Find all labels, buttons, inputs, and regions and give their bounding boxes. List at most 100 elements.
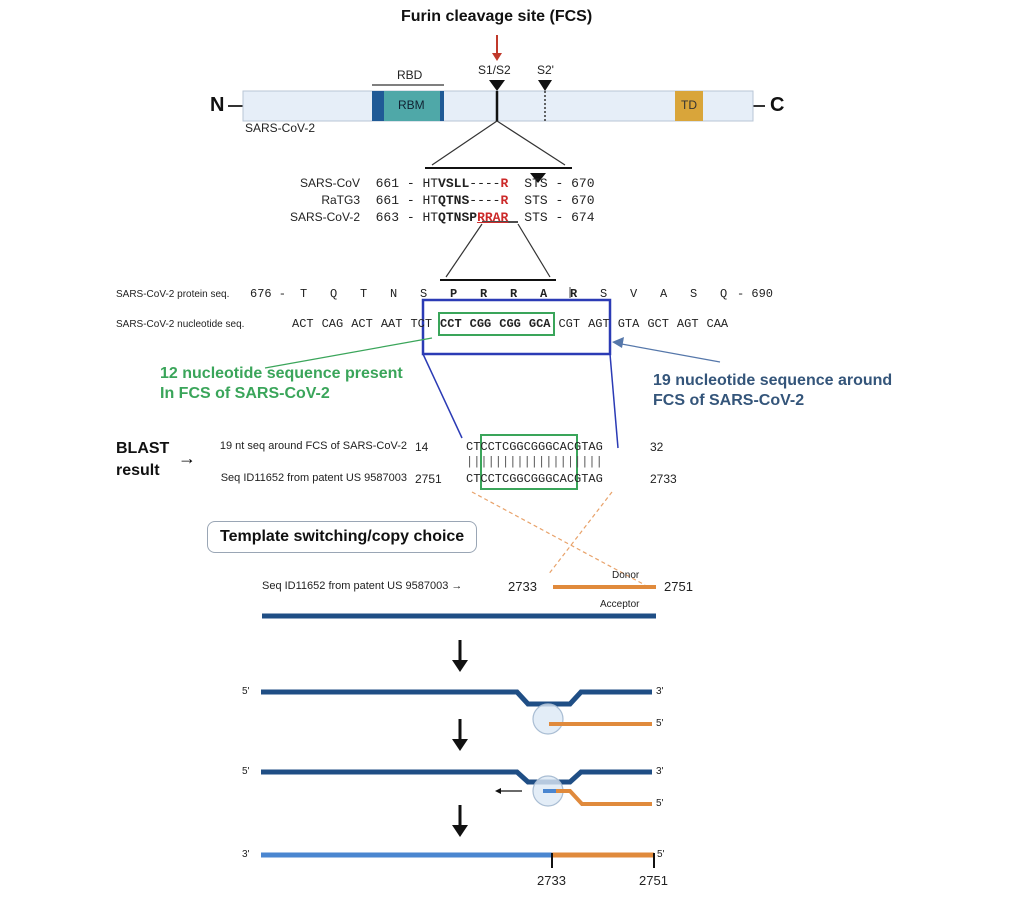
protein-name-label: SARS-CoV-2 [245, 121, 316, 135]
blue-pointer-line [615, 342, 721, 363]
protein-residue: N [390, 287, 398, 301]
blast-match-bars: ||||||||||||||||||| [466, 455, 603, 469]
five-prime-label: 5' [656, 718, 664, 729]
protein-residue: S [420, 287, 428, 301]
codon: CAA [706, 317, 729, 331]
patent-seq-label: Seq ID11652 from patent US 9587003 → [262, 580, 463, 592]
acceptor-label: Acceptor [600, 599, 640, 610]
blast-row-seq: CTCCTCGGCGGGCACGTAG [466, 440, 603, 454]
nucleotide-seq-label: SARS-CoV-2 nucleotide seq. [116, 319, 245, 330]
rbm-label: RBM [398, 98, 425, 112]
zoom-line-left-1 [431, 120, 498, 166]
annotation-19nt: 19 nucleotide sequence around FCS of SAR… [653, 372, 893, 409]
five-prime-label: 5' [242, 686, 250, 697]
nucleotide-seq-codons: ACT CAG ACT AAT TCT CCT CGG CGG GCA CGT AGT GTA GCT A… [292, 317, 736, 331]
codon: TCT [410, 317, 433, 331]
blast-row-start: 2751 [415, 472, 442, 486]
s1s2-marker-icon [489, 80, 505, 91]
codon: AGT [676, 317, 699, 331]
protein-seq-end: - 690 [737, 287, 774, 301]
blast-row-seq: CTCCTCGGCGGGCACGTAG [466, 472, 603, 486]
left-arrow-icon [495, 788, 522, 794]
codon: GTA [617, 317, 640, 331]
protein-residue: S [690, 287, 698, 301]
blue-pointer-arrowhead [612, 337, 624, 348]
codon: CGT [558, 317, 581, 331]
td-domain [675, 91, 703, 121]
fcs-arrowhead [492, 53, 502, 61]
codon: GCT [647, 317, 669, 331]
donor-label: Donor [612, 570, 640, 581]
codon: CAG [321, 317, 344, 331]
annotation-12nt: 12 nucleotide sequence present In FCS of… [160, 365, 403, 402]
dashed-line-2 [547, 491, 613, 576]
s2prime-marker-icon [538, 80, 552, 91]
blast-row-end: 32 [650, 440, 664, 454]
protein-residue: P [450, 287, 458, 301]
blast-row-end: 2733 [650, 472, 677, 486]
donor-end-label: 2751 [664, 579, 693, 594]
blast-label: BLAST result [116, 440, 170, 479]
five-prime-label: 5' [242, 766, 250, 777]
rbm-domain [384, 91, 440, 121]
page-title: Furin cleavage site (FCS) [401, 8, 593, 25]
protein-residue: Q [330, 287, 338, 301]
protein-residue: Q [720, 287, 728, 301]
codon: AAT [380, 317, 403, 331]
polymerase-circle-step1 [532, 703, 564, 735]
rbd-label: RBD [397, 68, 423, 82]
n-terminus-label: N [210, 94, 225, 116]
codon: AGT [588, 317, 610, 331]
codon: CGG [469, 317, 492, 331]
final-start-label: 2733 [537, 873, 566, 888]
five-prime-label: 5' [656, 798, 664, 809]
protein-residue: A [540, 287, 548, 301]
protein-residue: T [300, 287, 308, 301]
td-label: TD [681, 98, 697, 112]
blue-zoom-left [422, 353, 463, 439]
protein-residue: S [600, 287, 608, 301]
blast-arrow-icon: → [178, 448, 196, 468]
blast-row-desc: 19 nt seq around FCS of SARS-CoV-2 [219, 440, 407, 452]
codon: GCA [528, 317, 551, 331]
cleavage-marker-icon [530, 173, 546, 183]
protein-seq-label: SARS-CoV-2 protein seq. [116, 289, 230, 300]
protein-residue: V [630, 287, 638, 301]
protein-residue: R [480, 287, 488, 301]
three-prime-label: 3' [242, 849, 250, 860]
down-arrow-icon-2 [452, 719, 468, 751]
acceptor-strand-step2 [261, 769, 652, 785]
zoom-line-right-2 [517, 223, 551, 278]
down-arrow-icon-1 [452, 640, 468, 672]
box-19nt [421, 298, 612, 356]
protein-residue: R [570, 287, 578, 301]
blast-box-12nt [480, 434, 578, 490]
codon: CGG [499, 317, 521, 331]
donor-strand-step2 [556, 789, 652, 806]
box-12nt [438, 312, 555, 336]
protein-residue: R [510, 287, 518, 301]
three-prime-label: 3' [656, 686, 664, 697]
donor-start-label: 2733 [508, 579, 537, 594]
codon: ACT [351, 317, 373, 331]
final-end-label: 2751 [639, 873, 668, 888]
protein-seq-start: 676 - [250, 287, 287, 301]
blast-row-start: 14 [415, 440, 429, 454]
s1s2-label: S1/S2 [478, 63, 511, 77]
acceptor-strand-step1 [261, 689, 652, 707]
zoom-line-right-1 [496, 120, 566, 166]
blast-row-desc: Seq ID11652 from patent US 9587003 [220, 472, 407, 484]
zoom-line-left-2 [445, 223, 483, 278]
five-prime-label: 5' [657, 849, 665, 860]
protein-residue: A [660, 287, 668, 301]
codon: ACT [292, 317, 314, 331]
dashed-line-1 [471, 491, 646, 586]
s2prime-label: S2' [537, 63, 554, 77]
codon: CCT [440, 317, 462, 331]
template-switching-title: Template switching/copy choice [207, 521, 478, 553]
